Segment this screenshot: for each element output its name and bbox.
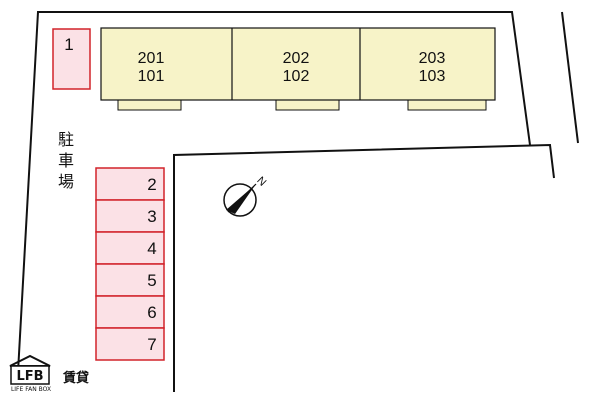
parking-slot-box — [52, 28, 91, 90]
parking-label-char: 車 — [58, 151, 74, 170]
parking-slot-box — [95, 263, 165, 297]
logo-brand: 賃貸 — [62, 370, 89, 386]
logo-roof — [9, 354, 51, 367]
parking-slot-number: 5 — [147, 271, 156, 290]
north-label: N — [254, 175, 268, 189]
boundary-right — [561, 11, 579, 144]
building: 201 101 202 102 203 103 — [100, 27, 496, 111]
parking-slot-number: 7 — [147, 335, 156, 354]
parking-label-char: 駐 — [58, 130, 74, 149]
unit-203-label: 203 — [419, 50, 446, 67]
parking-slot-1: 1 — [52, 28, 91, 90]
parking-slots: 2 3 4 5 6 7 — [95, 167, 165, 361]
boundary-outer — [17, 11, 531, 373]
logo-subtitle: LIFE FAN BOX — [11, 386, 51, 393]
unit-101-label: 101 — [138, 68, 165, 85]
unit-201-label: 201 — [138, 50, 165, 67]
logo-box — [10, 365, 50, 385]
house-logo-icon: LFB LIFE FAN BOX — [9, 354, 51, 393]
compass-needle-line — [227, 183, 257, 213]
parking-slot-box — [95, 167, 165, 201]
unit-202-label: 202 — [283, 50, 310, 67]
site-boundary — [17, 11, 579, 392]
parking-slot-number: 1 — [64, 35, 73, 54]
parking-label: 駐 車 場 — [58, 130, 74, 191]
parking-slot-number: 6 — [147, 303, 156, 322]
parking-slot-number: 4 — [147, 239, 156, 258]
parking-label-char: 場 — [58, 172, 74, 191]
logo-mark: LFB — [16, 369, 43, 384]
unit-103-label: 103 — [419, 68, 446, 85]
unit-102-label: 102 — [283, 68, 310, 85]
parking-slot-box — [95, 231, 165, 265]
parking-slot-box — [95, 199, 165, 233]
parking-slot-box — [95, 295, 165, 329]
parking-slot-box — [95, 327, 165, 361]
building-body — [100, 27, 496, 101]
parking-slot-number: 2 — [147, 175, 156, 194]
north-arrow-icon: N — [223, 175, 268, 217]
boundary-road — [173, 143, 555, 392]
parking-slot-number: 3 — [147, 207, 156, 226]
